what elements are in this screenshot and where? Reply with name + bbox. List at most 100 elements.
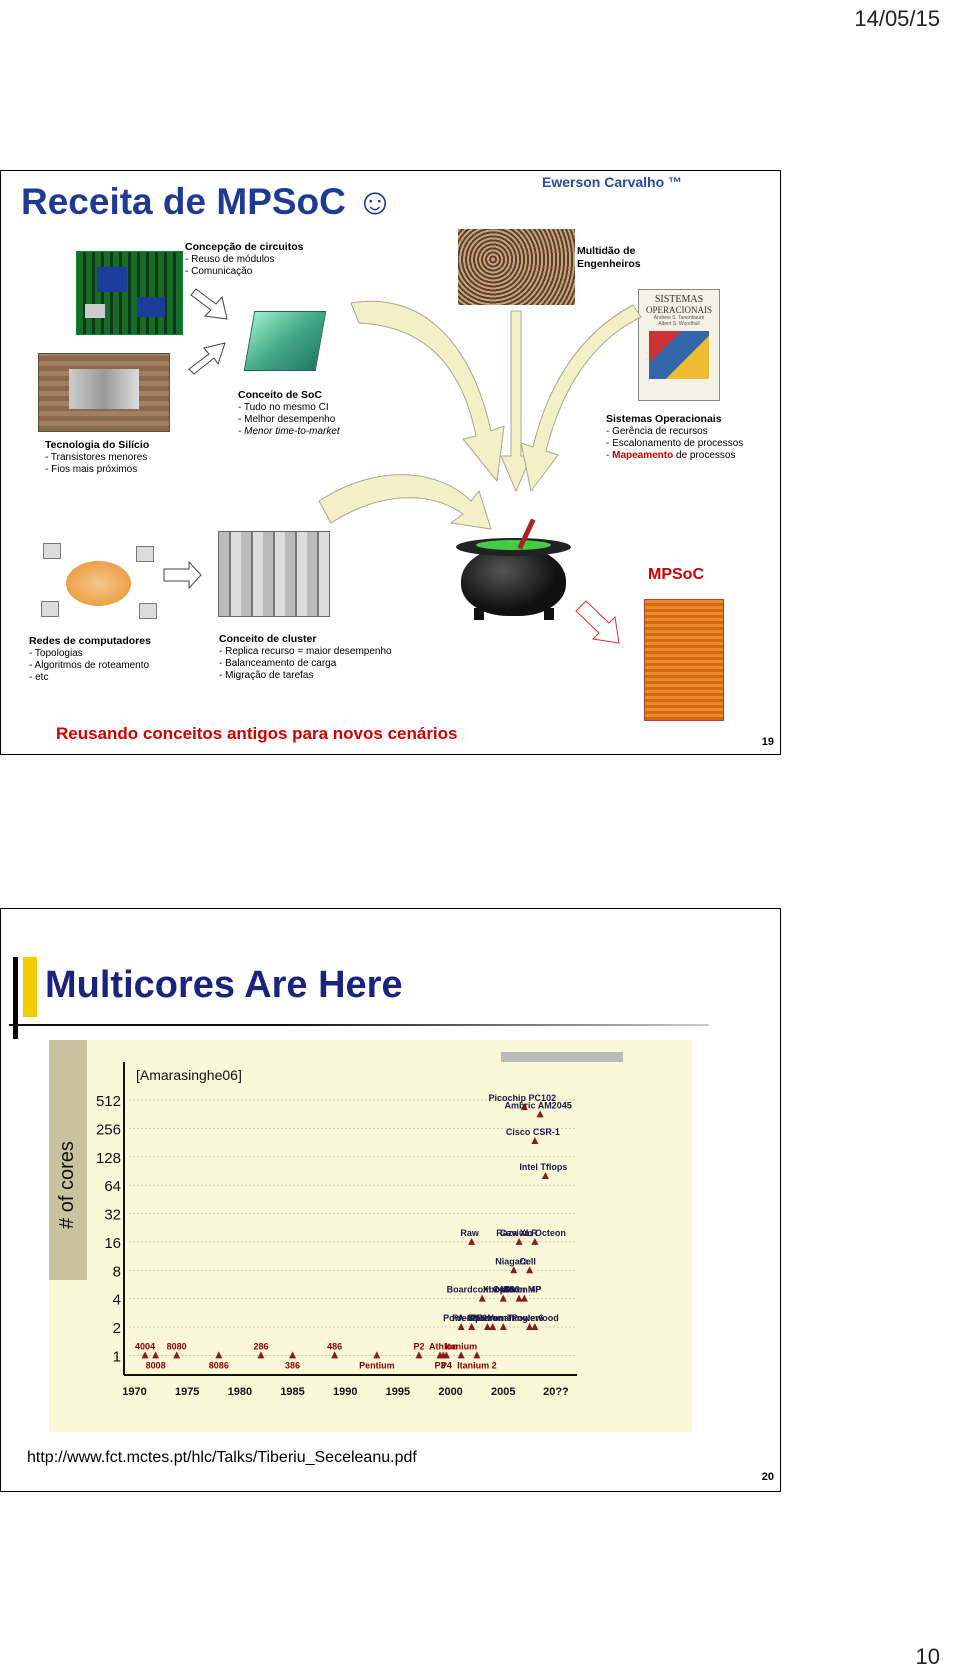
data-point-16 bbox=[483, 1323, 491, 1331]
slide-title: Multicores Are Here bbox=[45, 964, 403, 1006]
ylabel-band bbox=[49, 1040, 87, 1280]
data-label-16: Opteron bbox=[468, 1313, 503, 1323]
book-author: Albert S. Woodhull bbox=[658, 321, 700, 327]
x-tick-label: 1970 bbox=[122, 1386, 146, 1398]
so-line: - Gerência de recursos bbox=[606, 426, 708, 437]
circuitos-line: - Reuso de módulos bbox=[185, 254, 275, 265]
x-tick-label: 20?? bbox=[543, 1386, 569, 1398]
data-point-0 bbox=[141, 1351, 149, 1359]
data-label-10: Athlon bbox=[429, 1341, 458, 1351]
so-line-suffix: de processos bbox=[673, 450, 736, 461]
slide-number: 20 bbox=[761, 1471, 774, 1483]
y-tick-label: 32 bbox=[104, 1207, 121, 1224]
data-point-13 bbox=[473, 1351, 481, 1359]
circuitos-text: Concepção de circuitos - Reuso de módulo… bbox=[185, 241, 303, 278]
arrows-layer bbox=[163, 288, 642, 644]
x-tick-label: 1980 bbox=[228, 1386, 252, 1398]
chart-background bbox=[49, 1040, 692, 1432]
data-point-7 bbox=[373, 1351, 381, 1359]
footer-text: Reusando conceitos antigos para novos ce… bbox=[56, 724, 458, 743]
mpsoc-die-image bbox=[644, 599, 724, 721]
cluster-title: Conceito de cluster bbox=[219, 633, 317, 645]
data-label-17: PExtreme bbox=[470, 1313, 512, 1323]
data-point-6 bbox=[331, 1351, 339, 1359]
os-book-image: SISTEMAS OPERACIONAIS Andrew S. Tanenbau… bbox=[638, 289, 720, 401]
x-tick-label: 2005 bbox=[491, 1386, 515, 1398]
network-image bbox=[41, 541, 157, 626]
silicio-text: Tecnologia do Silício - Transistores men… bbox=[45, 439, 149, 476]
data-label-24: Tanglewood bbox=[507, 1313, 559, 1323]
y-tick-label: 128 bbox=[96, 1150, 121, 1167]
data-point-25 bbox=[510, 1266, 518, 1274]
soc-text: Conceito de SoC - Tudo no mesmo CI - Mel… bbox=[238, 389, 340, 438]
so-text: Sistemas Operacionais - Gerência de recu… bbox=[606, 413, 743, 462]
title-accent-bar bbox=[13, 957, 18, 1039]
title-rule bbox=[9, 1024, 709, 1026]
cluster-line: - Migração de tarefas bbox=[219, 670, 314, 681]
data-label-29: Cavium Octeon bbox=[500, 1228, 566, 1238]
y-tick-label: 2 bbox=[113, 1320, 121, 1337]
silicio-line: - Fios mais próximos bbox=[45, 464, 138, 475]
mpsoc-label: MPSoC bbox=[648, 566, 704, 583]
data-point-2 bbox=[173, 1351, 181, 1359]
data-point-4 bbox=[257, 1351, 265, 1359]
arrow-icon bbox=[163, 288, 228, 590]
redes-line: - Topologias bbox=[29, 648, 83, 659]
data-point-27 bbox=[468, 1237, 476, 1245]
slide-title: Receita de MPSoC ☺ bbox=[21, 181, 394, 222]
data-label-19: Xbox360 bbox=[483, 1285, 520, 1295]
data-point-31 bbox=[531, 1137, 539, 1145]
circuitos-title: Concepção de circuitos bbox=[185, 241, 304, 253]
data-label-4: 286 bbox=[253, 1341, 268, 1351]
book-title: OPERACIONAIS bbox=[645, 305, 712, 315]
data-label-15: PA-8800 bbox=[452, 1313, 487, 1323]
y-tick-label: 256 bbox=[96, 1121, 121, 1138]
title-accent-bar bbox=[23, 957, 37, 1017]
data-label-7: Pentium bbox=[359, 1360, 395, 1370]
data-point-8 bbox=[415, 1351, 423, 1359]
cluster-image bbox=[218, 531, 330, 617]
data-point-1 bbox=[152, 1351, 160, 1359]
data-label-0: 4004 bbox=[135, 1341, 155, 1351]
so-line-highlight: Mapeamento bbox=[612, 450, 674, 461]
data-label-33: Ambric AM2045 bbox=[505, 1100, 572, 1110]
data-point-23 bbox=[526, 1323, 534, 1331]
data-point-30 bbox=[541, 1171, 549, 1179]
data-point-32 bbox=[520, 1103, 528, 1111]
y-tick-label: 4 bbox=[113, 1292, 121, 1309]
data-label-9: P3 bbox=[435, 1360, 446, 1370]
so-line: - Escalonamento de processos bbox=[606, 438, 744, 449]
soc-line: - Tudo no mesmo CI bbox=[238, 402, 329, 413]
decor-band bbox=[501, 1052, 623, 1062]
multidao-title2: Engenheiros bbox=[577, 258, 641, 270]
y-tick-label: 1 bbox=[113, 1348, 121, 1365]
data-label-6: 486 bbox=[327, 1341, 342, 1351]
data-point-33 bbox=[536, 1110, 544, 1118]
yellow-arrows bbox=[318, 300, 642, 644]
data-label-28: Raza XLR bbox=[496, 1228, 538, 1238]
data-label-8: P2 bbox=[413, 1341, 424, 1351]
crowd-image bbox=[458, 229, 575, 305]
data-label-31: Cisco CSR-1 bbox=[506, 1127, 560, 1137]
data-label-12: Itanium bbox=[445, 1341, 477, 1351]
data-label-18: Yonah bbox=[488, 1313, 515, 1323]
data-label-3: 8086 bbox=[209, 1360, 229, 1370]
y-tick-label: 512 bbox=[96, 1093, 121, 1110]
data-point-26 bbox=[526, 1266, 534, 1274]
data-label-26: Cell bbox=[519, 1256, 536, 1266]
data-point-29 bbox=[531, 1237, 539, 1245]
multidao-text: Multidão de Engenheiros bbox=[577, 245, 641, 271]
data-label-1: 8008 bbox=[146, 1360, 166, 1370]
data-label-32: Picochip PC102 bbox=[489, 1093, 557, 1103]
data-label-14: Power4 bbox=[443, 1313, 475, 1323]
data-label-13: Itanium 2 bbox=[457, 1360, 497, 1370]
data-point-11 bbox=[442, 1351, 450, 1359]
soc-title: Conceito de SoC bbox=[238, 389, 323, 401]
data-point-20 bbox=[478, 1294, 486, 1302]
x-tick-label: 1975 bbox=[175, 1386, 199, 1398]
data-label-2: 8080 bbox=[167, 1341, 187, 1351]
x-tick-label: 1990 bbox=[333, 1386, 357, 1398]
